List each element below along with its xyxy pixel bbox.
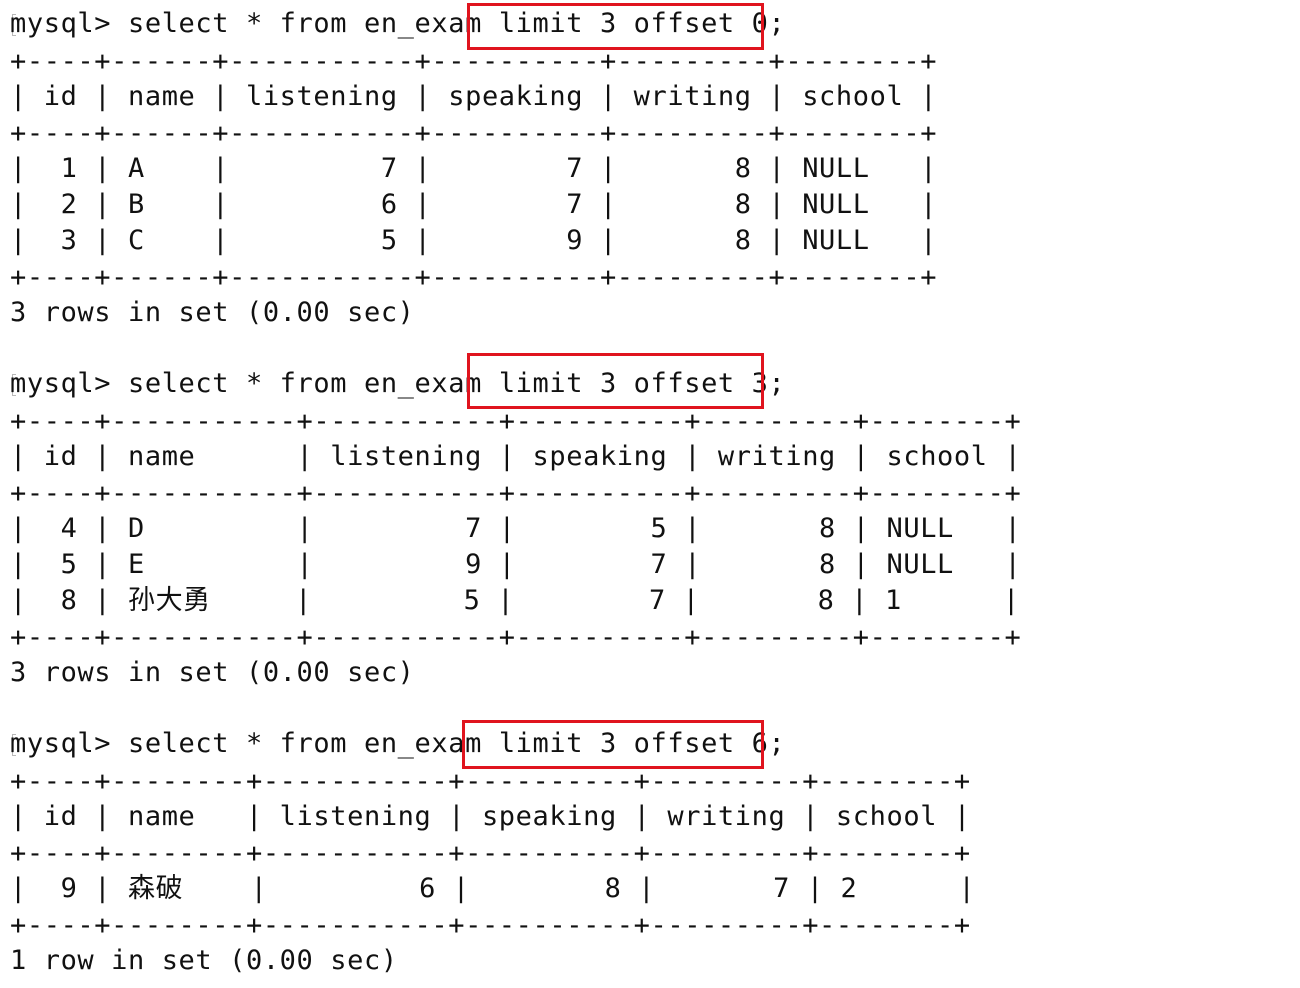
line-marker-left	[12, 14, 16, 36]
table-row: | 3 | C | 5 | 9 | 8 | NULL |	[10, 225, 938, 256]
table-border: +----+------+-----------+----------+----…	[10, 118, 938, 149]
limit-offset-clause: limit 3 offset 3;	[498, 368, 786, 399]
table-row: | 1 | A | 7 | 7 | 8 | NULL |	[10, 153, 938, 184]
line-marker-left	[12, 374, 16, 396]
table-border: +----+-----------+-----------+----------…	[10, 622, 1022, 653]
clause-highlight-box	[467, 353, 764, 409]
table-border: +----+--------+-----------+----------+--…	[10, 838, 971, 869]
table-header-row: | id | name | listening | speaking | wri…	[10, 81, 938, 112]
query-prompt: mysql> select * from en_exam	[10, 8, 499, 39]
table-row: | 5 | E | 9 | 7 | 8 | NULL |	[10, 549, 1022, 580]
table-border: +----+-----------+-----------+----------…	[10, 478, 1022, 509]
table-border: +----+------+-----------+----------+----…	[10, 46, 938, 77]
query-line: mysql> select * from en_exam limit 3 off…	[10, 726, 785, 762]
table-border: +----+--------+-----------+----------+--…	[10, 910, 971, 941]
clause-highlight-box	[467, 3, 764, 50]
terminal-output: mysql> select * from en_exam limit 3 off…	[10, 0, 1290, 988]
table-row: | 9 | 森破 | 6 | 8 | 7 | 2 |	[10, 873, 976, 904]
table-row: | 2 | B | 6 | 7 | 8 | NULL |	[10, 189, 938, 220]
limit-offset-clause: limit 3 offset 6;	[498, 728, 786, 759]
result-summary: 3 rows in set (0.00 sec)	[10, 657, 415, 688]
query-line: mysql> select * from en_exam limit 3 off…	[10, 6, 785, 42]
table-row: | 8 | 孙大勇 | 5 | 7 | 8 | 1 |	[10, 585, 1020, 616]
table-border: +----+------+-----------+----------+----…	[10, 262, 938, 293]
limit-offset-clause: limit 3 offset 0;	[498, 8, 786, 39]
result-summary: 1 row in set (0.00 sec)	[10, 945, 398, 976]
table-header-row: | id | name | listening | speaking | wri…	[10, 801, 971, 832]
query-line: mysql> select * from en_exam limit 3 off…	[10, 366, 785, 402]
line-marker-left	[12, 734, 16, 756]
table-border: +----+--------+-----------+----------+--…	[10, 766, 971, 797]
clause-highlight-box	[462, 720, 764, 769]
table-header-row: | id | name | listening | speaking | wri…	[10, 441, 1022, 472]
result-summary: 3 rows in set (0.00 sec)	[10, 297, 415, 328]
query-prompt: mysql> select * from en_exam	[10, 728, 499, 759]
query-prompt: mysql> select * from en_exam	[10, 368, 499, 399]
table-border: +----+-----------+-----------+----------…	[10, 406, 1022, 437]
table-row: | 4 | D | 7 | 5 | 8 | NULL |	[10, 513, 1022, 544]
